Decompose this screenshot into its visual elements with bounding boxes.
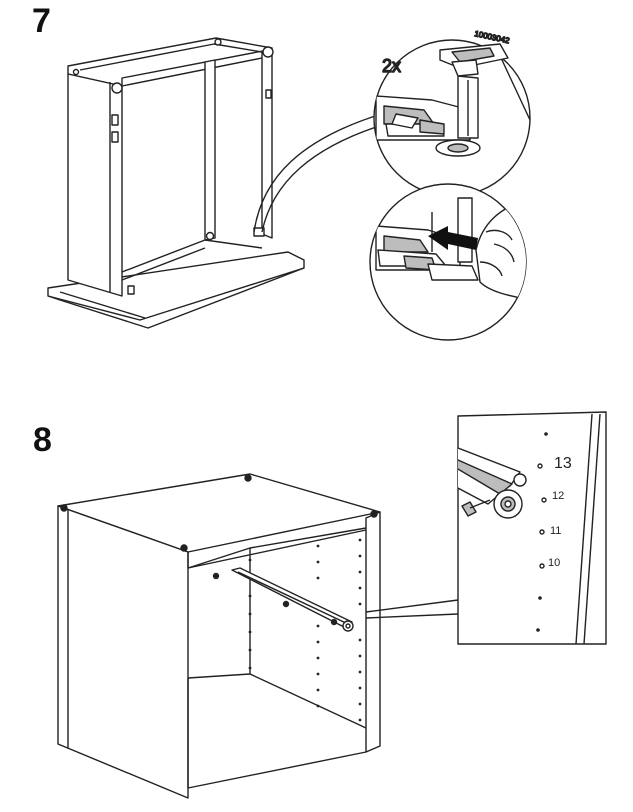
cabinet-left-side (57, 505, 189, 799)
hole-label-10: 10 (548, 557, 560, 569)
screw-icon (461, 499, 491, 517)
part-number-label: 10003042 (474, 29, 511, 45)
cabinet-box (57, 473, 381, 799)
center-post (204, 59, 216, 241)
callout-connector (253, 111, 389, 233)
callout-detail-top: 2x 10003042 (373, 28, 531, 197)
top-rail (67, 37, 273, 87)
quantity-label: 2x (382, 56, 401, 76)
push-arrow (428, 226, 478, 250)
detail-connector (365, 599, 459, 613)
cam-fitting (111, 82, 123, 94)
step-7-illustration: 2x 10003042 (47, 28, 531, 341)
hole-label-12: 12 (552, 490, 564, 502)
hole-label-13: 13 (554, 455, 572, 472)
step-8-number: 8 (33, 421, 52, 459)
rail-detail-panel: 13 12 11 10 (457, 411, 607, 645)
cabinet-frame (47, 37, 305, 329)
drawer-rail (212, 567, 354, 632)
step-7-number: 7 (32, 2, 51, 40)
cabinet-right-side (365, 511, 381, 753)
hole-label-11: 11 (550, 525, 561, 537)
cam-fitting (262, 46, 274, 58)
step-8-illustration: 13 12 11 10 (57, 411, 607, 799)
callout-detail-bottom (369, 183, 527, 341)
left-side-panel (67, 73, 123, 297)
right-back-post (261, 51, 273, 239)
